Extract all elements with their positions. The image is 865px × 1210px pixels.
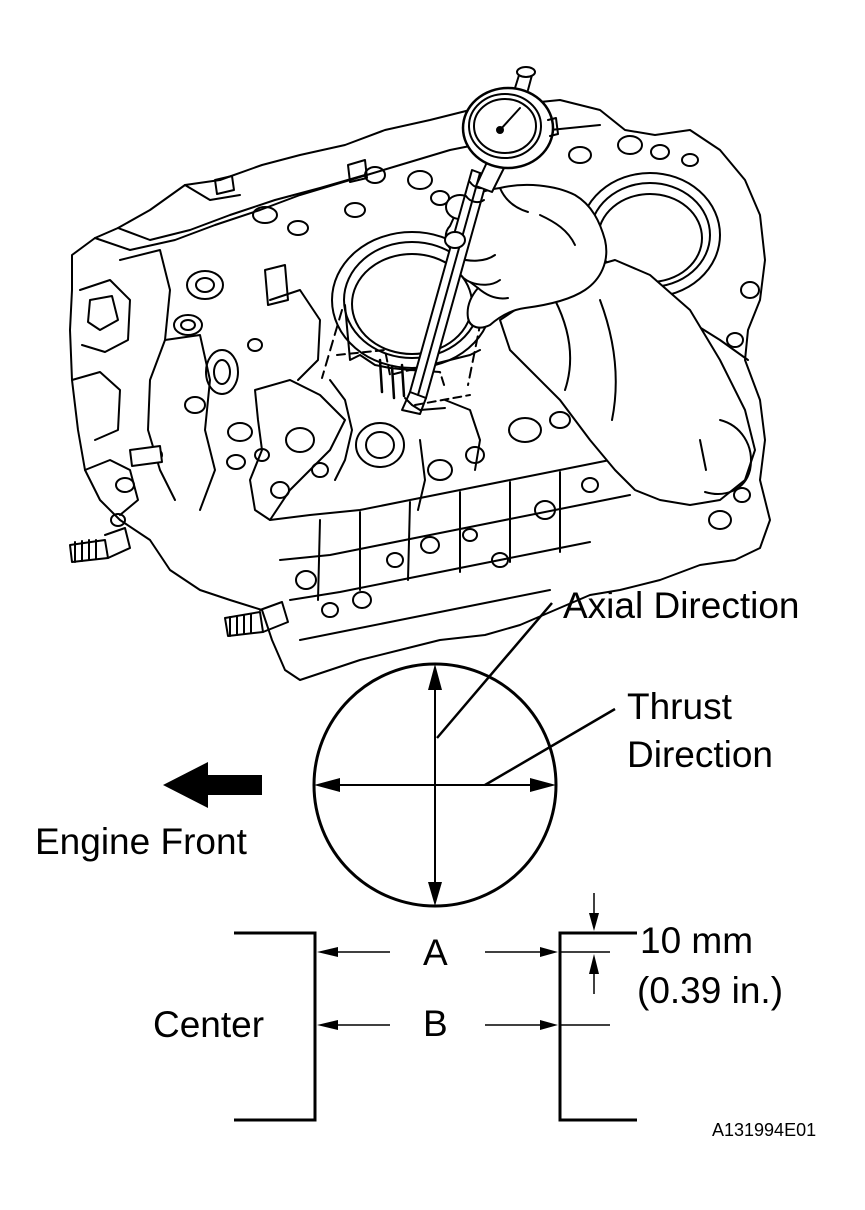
left-bore-wall: [234, 931, 317, 1122]
point-b-label: B: [423, 1003, 448, 1044]
thrust-arrowhead-left: [314, 778, 340, 792]
engine-front-label: Engine Front: [35, 821, 247, 862]
bore-direction-circle: [312, 662, 558, 908]
thrust-direction-label-line2: Direction: [627, 734, 773, 775]
offset-in-label: (0.39 in.): [637, 970, 784, 1011]
figure-code-label: A131994E01: [712, 1120, 817, 1140]
right-bore-wall: [558, 931, 637, 1122]
thrust-direction-label-line1: Thrust: [627, 686, 732, 727]
bore-cross-section: [234, 931, 637, 1122]
point-a-label: A: [423, 932, 448, 973]
engine-front-arrow-icon: [163, 762, 262, 808]
measurement-lines: [317, 893, 610, 1030]
axial-arrowhead-bottom: [428, 882, 442, 906]
leader-lines: [436, 602, 616, 787]
thrust-arrowhead-right: [530, 778, 556, 792]
center-label: Center: [153, 1004, 265, 1045]
axial-leader-line: [436, 602, 553, 739]
thrust-leader-line: [484, 707, 616, 787]
axial-direction-label: Axial Direction: [563, 585, 800, 626]
engine-block-illustration: [69, 66, 771, 681]
offset-mm-label: 10 mm: [640, 920, 754, 961]
axial-arrowhead-top: [428, 664, 442, 690]
